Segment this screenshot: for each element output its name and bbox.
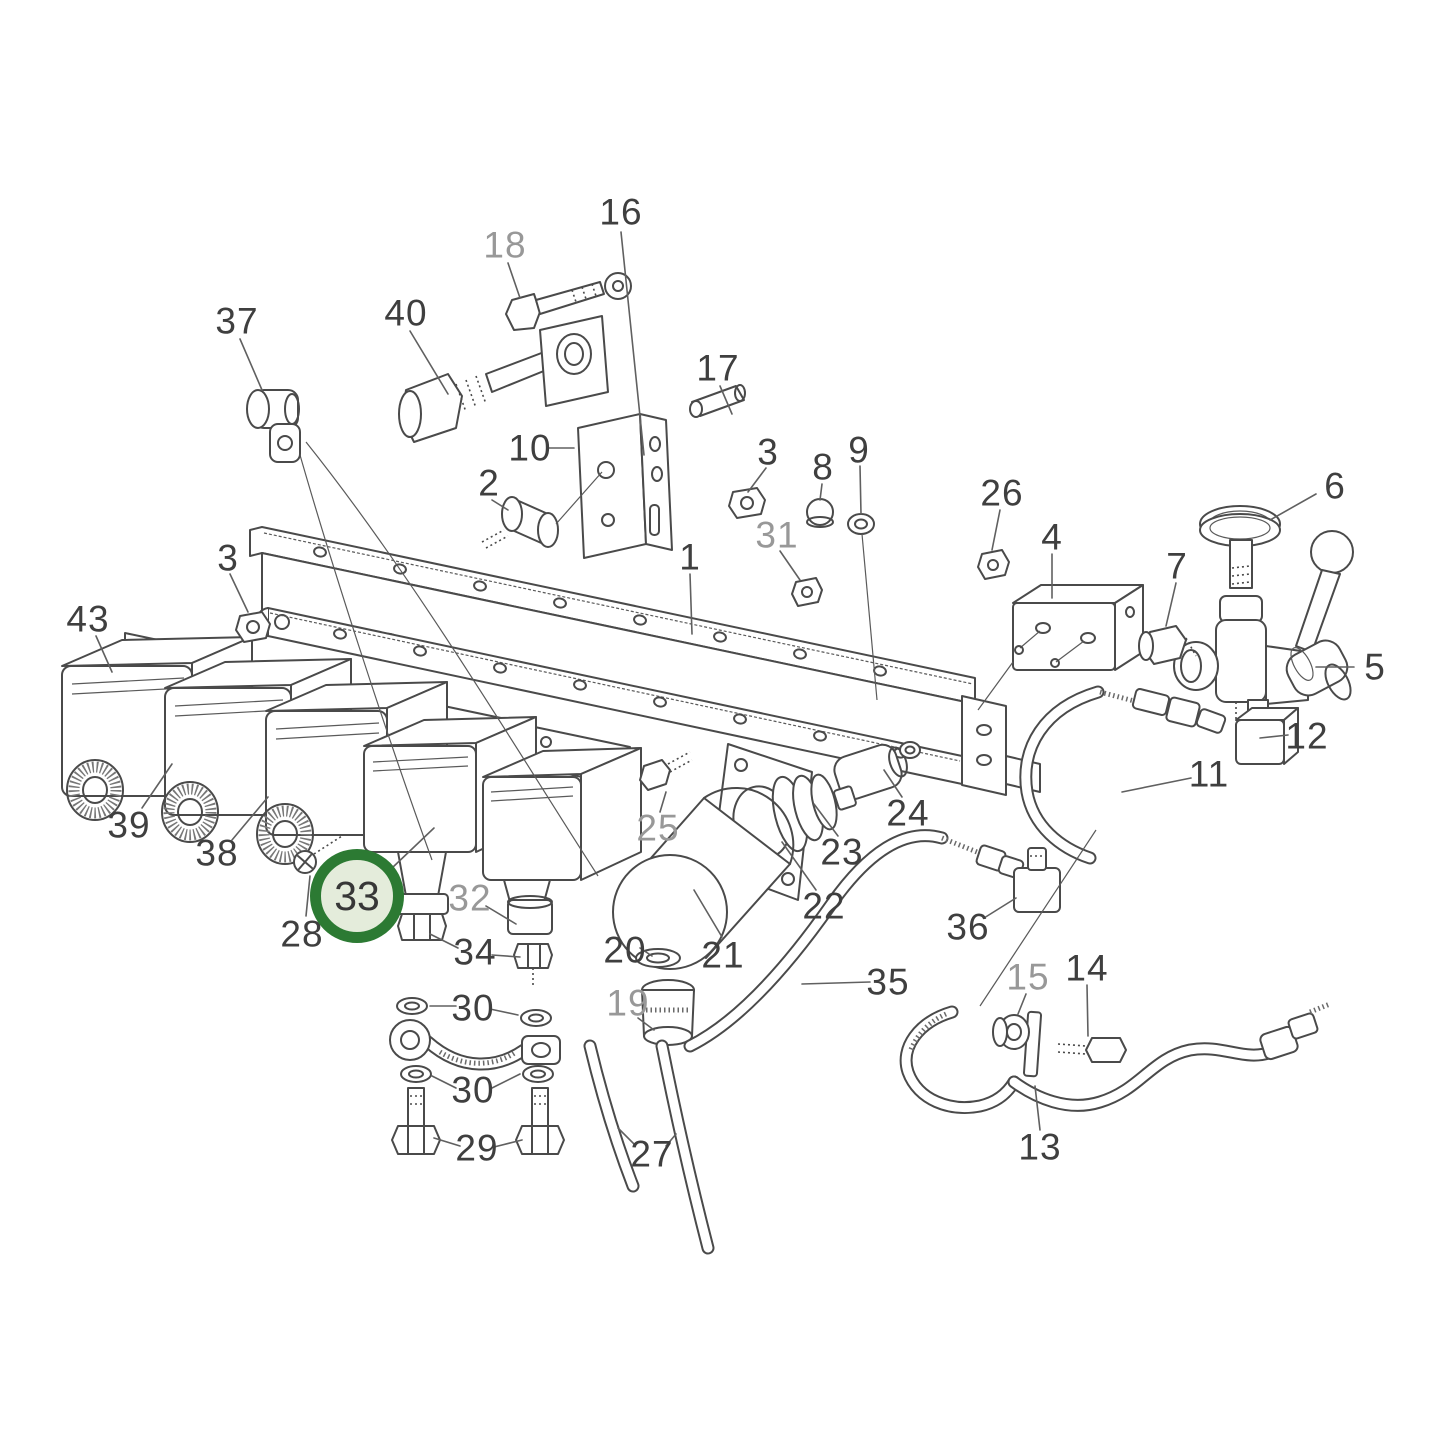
part-callout-3: 3 <box>757 431 779 473</box>
part-callout-39: 39 <box>107 804 151 846</box>
hoses-27 <box>583 1039 715 1255</box>
part-callout-38: 38 <box>195 832 239 874</box>
solenoid-coils <box>66 759 314 865</box>
part-callout-1: 1 <box>679 536 701 578</box>
hose-11 <box>1019 685 1227 865</box>
solenoid-valve-cubes <box>61 636 642 881</box>
part-callout-12: 12 <box>1285 715 1329 757</box>
part-callout-37: 37 <box>215 300 259 342</box>
part-callout-24: 24 <box>886 792 930 834</box>
part-callout-18: 18 <box>483 224 527 266</box>
part-callout-8: 8 <box>812 446 834 488</box>
pin-17 <box>689 384 746 418</box>
screw-28 <box>293 835 343 874</box>
bolt-18 <box>505 281 605 331</box>
nut-block <box>539 315 609 407</box>
part-callout-14: 14 <box>1065 947 1109 989</box>
part-callout-13: 13 <box>1018 1126 1062 1168</box>
part-callout-28: 28 <box>280 913 324 955</box>
part-callout-15: 15 <box>1006 956 1050 998</box>
junction-block-4 <box>977 584 1144 711</box>
part-callout-7: 7 <box>1166 545 1188 587</box>
clevis-37 <box>246 389 301 463</box>
part-callout-5: 5 <box>1364 646 1386 688</box>
shutoff-valve <box>1138 505 1354 765</box>
part-callout-6: 6 <box>1324 465 1346 507</box>
part-callout-9: 9 <box>848 429 870 471</box>
part-callout-16: 16 <box>599 191 643 233</box>
part-callout-20: 20 <box>603 929 647 971</box>
screw-31 <box>791 577 823 607</box>
washer-nut-16 <box>604 272 632 300</box>
banjo-hose-assembly <box>389 997 565 1155</box>
part-callout-29: 29 <box>455 1127 499 1169</box>
part-callout-30: 30 <box>451 987 495 1029</box>
part-callout-11: 11 <box>1188 753 1230 795</box>
part-callout-40: 40 <box>384 292 428 334</box>
part-callout-4: 4 <box>1041 516 1063 558</box>
part-callout-19: 19 <box>606 982 650 1024</box>
assembly-line-a <box>297 447 433 861</box>
nut-26 <box>977 549 1010 580</box>
part-callout-10: 10 <box>508 427 552 469</box>
assembly-line-b <box>305 441 599 877</box>
switch-2 <box>481 471 603 549</box>
bracket-10 <box>577 413 673 559</box>
nut-3-mid <box>728 487 766 519</box>
starter-solenoid-assembly <box>612 741 921 970</box>
part-callout-26: 26 <box>980 472 1024 514</box>
part-callout-2: 2 <box>478 462 500 504</box>
part-callout-25: 25 <box>636 807 680 849</box>
part-callout-32: 32 <box>448 877 492 919</box>
cartridge-fittings <box>395 851 553 988</box>
part-callout-36: 36 <box>946 906 990 948</box>
hose-13-assembly <box>899 1001 1331 1114</box>
hose-35 <box>683 829 1097 1053</box>
part-callout-3: 3 <box>217 537 239 579</box>
highlighted-part-33-badge[interactable]: 33 <box>310 849 404 943</box>
part-callout-31: 31 <box>755 514 799 556</box>
washer-9 <box>847 513 878 701</box>
nut-3-left <box>235 611 271 643</box>
part-callout-21: 21 <box>701 934 745 976</box>
part-callout-43: 43 <box>66 598 110 640</box>
part-callout-30: 30 <box>451 1069 495 1111</box>
fitting-19-20 <box>635 948 695 1046</box>
part-callout-22: 22 <box>802 885 846 927</box>
part-callout-34: 34 <box>453 931 497 973</box>
part-callout-23: 23 <box>820 831 864 873</box>
part-callout-17: 17 <box>696 347 740 389</box>
part-callout-27: 27 <box>630 1133 674 1175</box>
part-callout-35: 35 <box>866 961 910 1003</box>
leader-lines <box>95 231 1355 1148</box>
